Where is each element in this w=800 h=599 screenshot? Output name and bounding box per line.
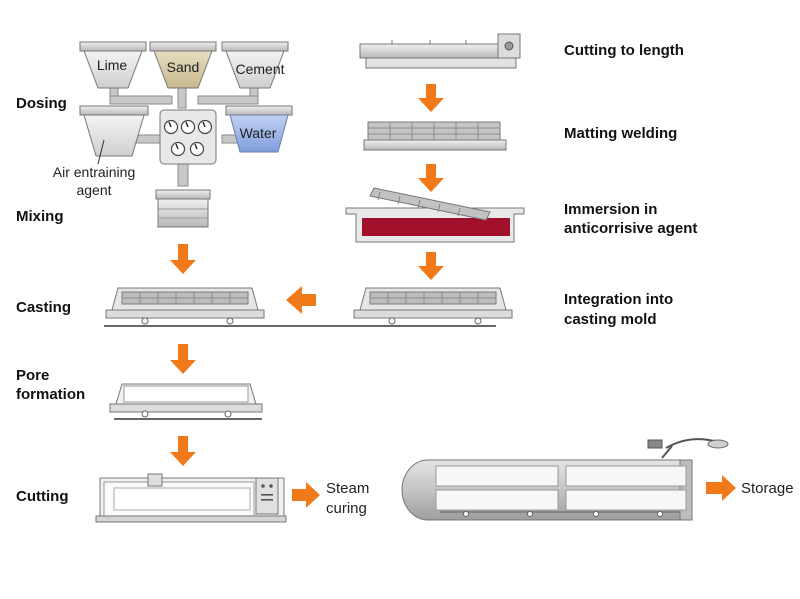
mixer-drum bbox=[155, 189, 211, 228]
arrow-integration-to-casting bbox=[286, 286, 316, 314]
dosing-mixing-unit bbox=[79, 41, 293, 228]
lime-hopper bbox=[79, 41, 147, 89]
step-integration-line1: Integration into bbox=[564, 291, 674, 308]
air-agent-label-line1: Air entraining bbox=[53, 164, 136, 180]
autoclave bbox=[401, 438, 729, 521]
immersion-bath bbox=[345, 187, 525, 243]
cutting-to-length-machine bbox=[359, 33, 521, 69]
dosing-scale bbox=[159, 109, 217, 165]
step-immersion-line1: Immersion in bbox=[564, 201, 658, 218]
air-agent-label-line2: agent bbox=[76, 182, 111, 198]
casting-mold-right bbox=[353, 287, 513, 325]
step-matting-welding: Matting welding bbox=[564, 125, 678, 142]
step-cutting: Cutting bbox=[16, 488, 69, 505]
anticorrosive-fluid bbox=[362, 218, 510, 236]
step-casting: Casting bbox=[16, 299, 72, 316]
arrow-cut-length-to-welding bbox=[418, 84, 444, 112]
arrow-immersion-to-integration bbox=[418, 252, 444, 280]
water-tank bbox=[225, 105, 293, 153]
step-integration-line2: casting mold bbox=[564, 311, 657, 328]
casting-mold-left bbox=[105, 287, 265, 325]
sand-label: Sand bbox=[167, 59, 200, 75]
autoclave-door-arm bbox=[647, 438, 729, 459]
lime-label: Lime bbox=[97, 57, 128, 73]
step-pore-line2: formation bbox=[16, 386, 86, 403]
arrow-pore-to-cutting bbox=[170, 436, 196, 466]
water-label: Water bbox=[240, 125, 277, 141]
step-cutting-to-length: Cutting to length bbox=[564, 42, 684, 59]
step-immersion-line2: anticorrisive agent bbox=[564, 220, 698, 237]
step-pore-line1: Pore bbox=[16, 367, 50, 384]
cutting-machine bbox=[95, 473, 287, 523]
steam-curing-line2: curing bbox=[326, 500, 367, 517]
matting-welding-machine bbox=[363, 121, 507, 151]
cement-hopper bbox=[221, 41, 289, 89]
cement-label: Cement bbox=[235, 61, 284, 77]
steam-curing-line1: Steam bbox=[326, 480, 370, 497]
step-mixing: Mixing bbox=[16, 208, 64, 225]
storage-label: Storage bbox=[741, 480, 794, 497]
arrow-casting-to-pore bbox=[170, 344, 196, 374]
arrow-to-steam-curing bbox=[292, 482, 320, 508]
flow-arrows bbox=[170, 84, 736, 508]
arrow-welding-to-immersion bbox=[418, 164, 444, 192]
arrow-to-storage bbox=[706, 475, 736, 501]
step-dosing: Dosing bbox=[16, 95, 67, 112]
arrow-mixing-to-casting bbox=[170, 244, 196, 274]
pore-formation-mold bbox=[109, 383, 263, 418]
air-agent-hopper bbox=[79, 105, 149, 165]
sand-hopper bbox=[149, 41, 217, 89]
